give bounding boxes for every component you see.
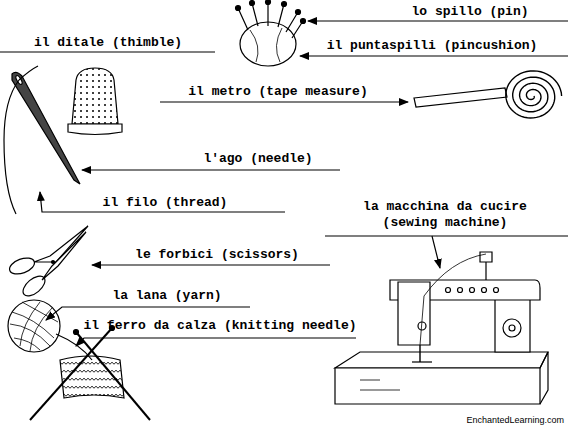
pincushion-drawing bbox=[236, 0, 306, 66]
yarn-ball-drawing bbox=[8, 300, 92, 360]
yarn-label: la lana (yarn) bbox=[112, 288, 221, 304]
pincushion-label: il puntaspilli (pincushion) bbox=[327, 38, 538, 54]
thimble-label: il ditale (thimble) bbox=[34, 35, 182, 51]
leader-lines bbox=[0, 21, 568, 346]
watermark: EnchantedLearning.com bbox=[466, 415, 564, 425]
tape-measure-label: il metro (tape measure) bbox=[188, 84, 367, 100]
sewing-machine-label: la macchina da cucire (sewing machine) bbox=[353, 199, 537, 231]
knitting-needle-label: il ferro da calza (knitting needle) bbox=[83, 318, 356, 334]
needle-label: l'ago (needle) bbox=[203, 151, 312, 167]
knitting-drawing bbox=[30, 326, 150, 421]
thread-drawing bbox=[4, 66, 38, 214]
needle-drawing bbox=[12, 72, 80, 184]
thimble-drawing bbox=[68, 68, 122, 135]
tape-measure-drawing bbox=[414, 71, 562, 118]
sewing-machine-drawing bbox=[335, 252, 548, 404]
thread-label: il filo (thread) bbox=[103, 195, 228, 211]
pin-label: lo spillo (pin) bbox=[411, 4, 528, 20]
scissors-drawing bbox=[7, 226, 88, 300]
scissors-label: le forbici (scissors) bbox=[135, 247, 299, 263]
